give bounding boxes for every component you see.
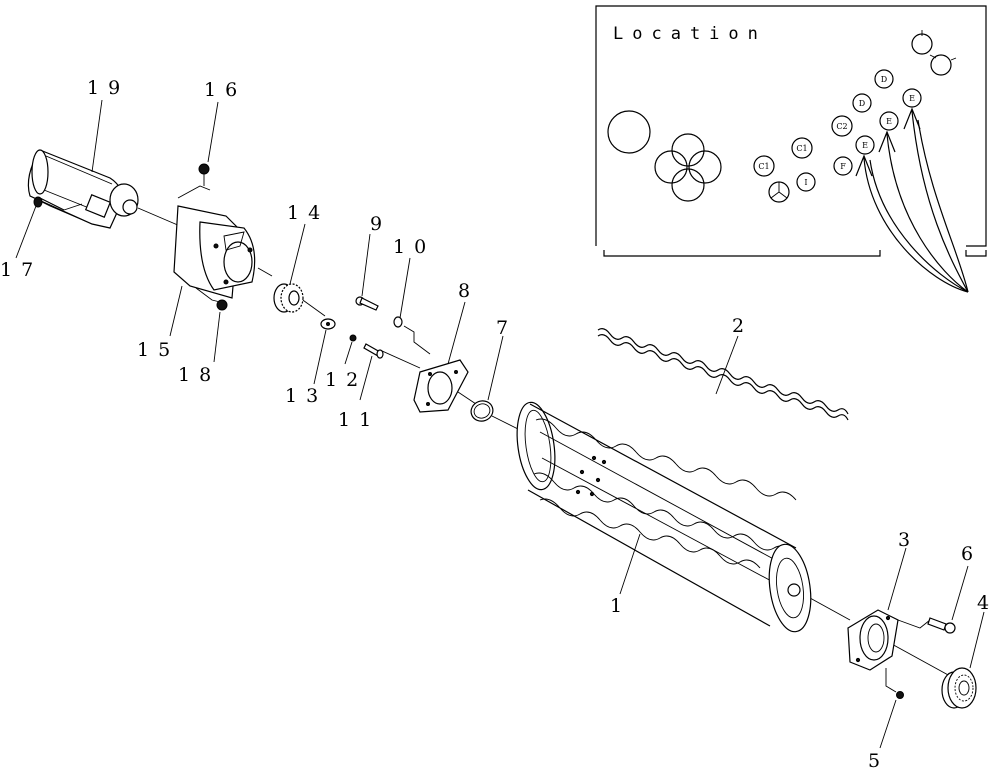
- location-triangle-marker: [768, 181, 790, 203]
- part-5-nipple: [896, 691, 904, 699]
- callout-10: 10: [393, 236, 435, 258]
- location-bubble-i: I: [796, 172, 816, 192]
- svg-text:D: D: [859, 99, 865, 108]
- callout-5: 5: [868, 750, 889, 772]
- part-12-washer: [349, 334, 357, 342]
- part-14-gear: [273, 283, 304, 313]
- inset-frame: [595, 5, 987, 247]
- svg-text:E: E: [886, 117, 892, 126]
- svg-text:C2: C2: [836, 122, 847, 131]
- leader-lines: [15, 99, 985, 749]
- callout-8: 8: [458, 280, 479, 302]
- callout-14: 14: [287, 202, 329, 224]
- callout-7: 7: [496, 317, 517, 339]
- callout-2: 2: [732, 315, 753, 337]
- location-title: Location: [613, 24, 767, 44]
- part-10-washer: [393, 316, 431, 355]
- location-bubble-c2: C2: [831, 115, 853, 137]
- callout-4: 4: [977, 592, 998, 614]
- svg-text:D: D: [881, 75, 887, 84]
- part-18-nut: [216, 299, 228, 311]
- callout-12: 12: [325, 369, 367, 391]
- part-15-housing: [173, 185, 256, 303]
- location-inset: Location C1 C1 I: [595, 5, 987, 293]
- part-9-screw: [355, 296, 379, 311]
- part-1-drum: [516, 401, 812, 633]
- location-twin-circles: [911, 30, 957, 76]
- callout-17: 17: [0, 259, 42, 281]
- callout-9: 9: [370, 213, 391, 235]
- location-bubble-c1-right: C1: [791, 137, 813, 159]
- location-bubble-c1-left: C1: [753, 155, 775, 177]
- svg-text:F: F: [840, 162, 846, 171]
- callout-11: 11: [338, 409, 380, 431]
- callout-6: 6: [961, 543, 982, 565]
- svg-text:C1: C1: [758, 162, 769, 171]
- part-6-bolt: [927, 617, 956, 634]
- location-quad-circle: [654, 133, 722, 202]
- callout-3: 3: [898, 529, 919, 551]
- location-arrows: [855, 107, 969, 293]
- part-8-flange: [413, 359, 469, 413]
- callout-18: 18: [178, 364, 220, 386]
- location-bubble-e-2: E: [879, 111, 899, 131]
- assembly-axis: [137, 207, 951, 677]
- svg-text:E: E: [909, 94, 915, 103]
- callout-15: 15: [137, 339, 179, 361]
- location-bubble-d-1: D: [852, 93, 872, 113]
- location-large-circle: [607, 110, 651, 154]
- callout-labels: 19 16 17 14 15 18 9 10 13 12 11 8 7 2 1 …: [0, 77, 998, 772]
- part-17-bolt: [33, 196, 83, 211]
- callout-19: 19: [87, 77, 129, 99]
- part-11-screw: [363, 343, 384, 359]
- svg-text:I: I: [804, 178, 807, 187]
- callout-1: 1: [610, 595, 631, 617]
- svg-text:E: E: [862, 141, 868, 150]
- location-bubble-f: F: [833, 156, 853, 176]
- part-7-ring: [470, 400, 494, 422]
- callout-13: 13: [285, 385, 327, 407]
- svg-text:C1: C1: [796, 144, 807, 153]
- part-3-bearing-housing: [847, 609, 931, 693]
- part-4-bearing: [941, 667, 977, 709]
- part-16-nut: [198, 163, 210, 186]
- part-19-motor: [27, 149, 139, 229]
- location-bubble-d-2: D: [874, 69, 894, 89]
- location-bubble-e-3: E: [902, 88, 922, 108]
- part-2-strip: [597, 328, 849, 421]
- part-13-washer: [320, 318, 336, 330]
- callout-16: 16: [204, 79, 246, 101]
- location-bubble-e-1: E: [855, 135, 875, 155]
